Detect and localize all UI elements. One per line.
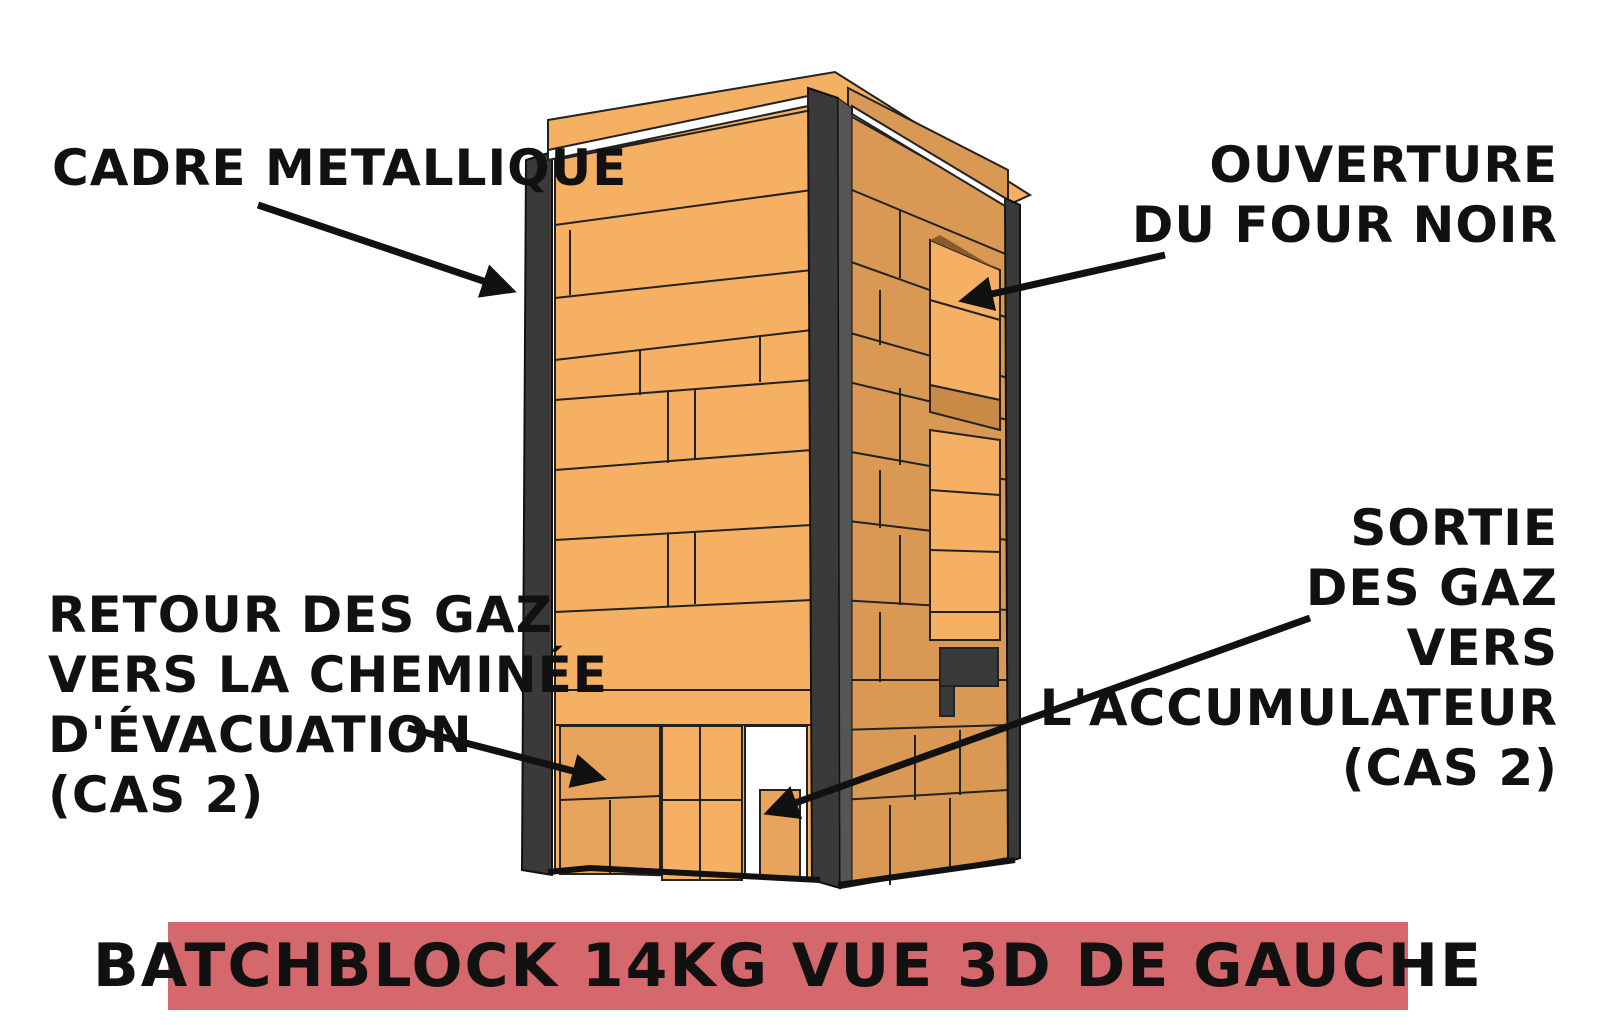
arrow-sortie	[763, 614, 1312, 820]
side-face-bricks	[839, 108, 1009, 890]
label-sortie-line-2: DES GAZ	[1305, 559, 1558, 617]
label-ouverture-line-1: OUVERTURE	[1209, 136, 1558, 194]
label-retour-line-4: (CAS 2)	[48, 766, 265, 824]
label-retour-line-1: RETOUR DES GAZ	[48, 586, 553, 644]
arrow-ouverture	[958, 251, 1166, 311]
label-retour-line-3: D'ÉVACUATION	[48, 706, 473, 764]
metal-frame	[520, 86, 1021, 890]
label-sortie-line-4: L'ACCUMULATEUR	[1039, 679, 1558, 737]
title-banner: BATCHBLOCK 14KG VUE 3D DE GAUCHE	[93, 922, 1481, 1010]
label-ouverture-four: OUVERTURE DU FOUR NOIR	[1132, 135, 1558, 255]
label-sortie-line-5: (CAS 2)	[1341, 739, 1558, 797]
label-cadre-metallique: CADRE METALLIQUE	[52, 138, 627, 198]
label-retour-line-2: VERS LA CHEMINÉE	[48, 646, 608, 704]
label-ouverture-line-2: DU FOUR NOIR	[1131, 196, 1558, 254]
label-sortie-gaz: SORTIE DES GAZ VERS L'ACCUMULATEUR (CAS …	[1040, 498, 1558, 798]
arrow-cadre	[256, 201, 517, 298]
title-text: BATCHBLOCK 14KG VUE 3D DE GAUCHE	[93, 931, 1484, 1001]
front-face-bricks	[554, 108, 813, 882]
label-cadre-line: CADRE METALLIQUE	[52, 139, 628, 197]
label-sortie-line-3: VERS	[1406, 619, 1558, 677]
label-retour-gaz: RETOUR DES GAZ VERS LA CHEMINÉE D'ÉVACUA…	[48, 585, 608, 825]
arrow-retour	[407, 724, 607, 788]
label-sortie-line-1: SORTIE	[1350, 499, 1558, 557]
